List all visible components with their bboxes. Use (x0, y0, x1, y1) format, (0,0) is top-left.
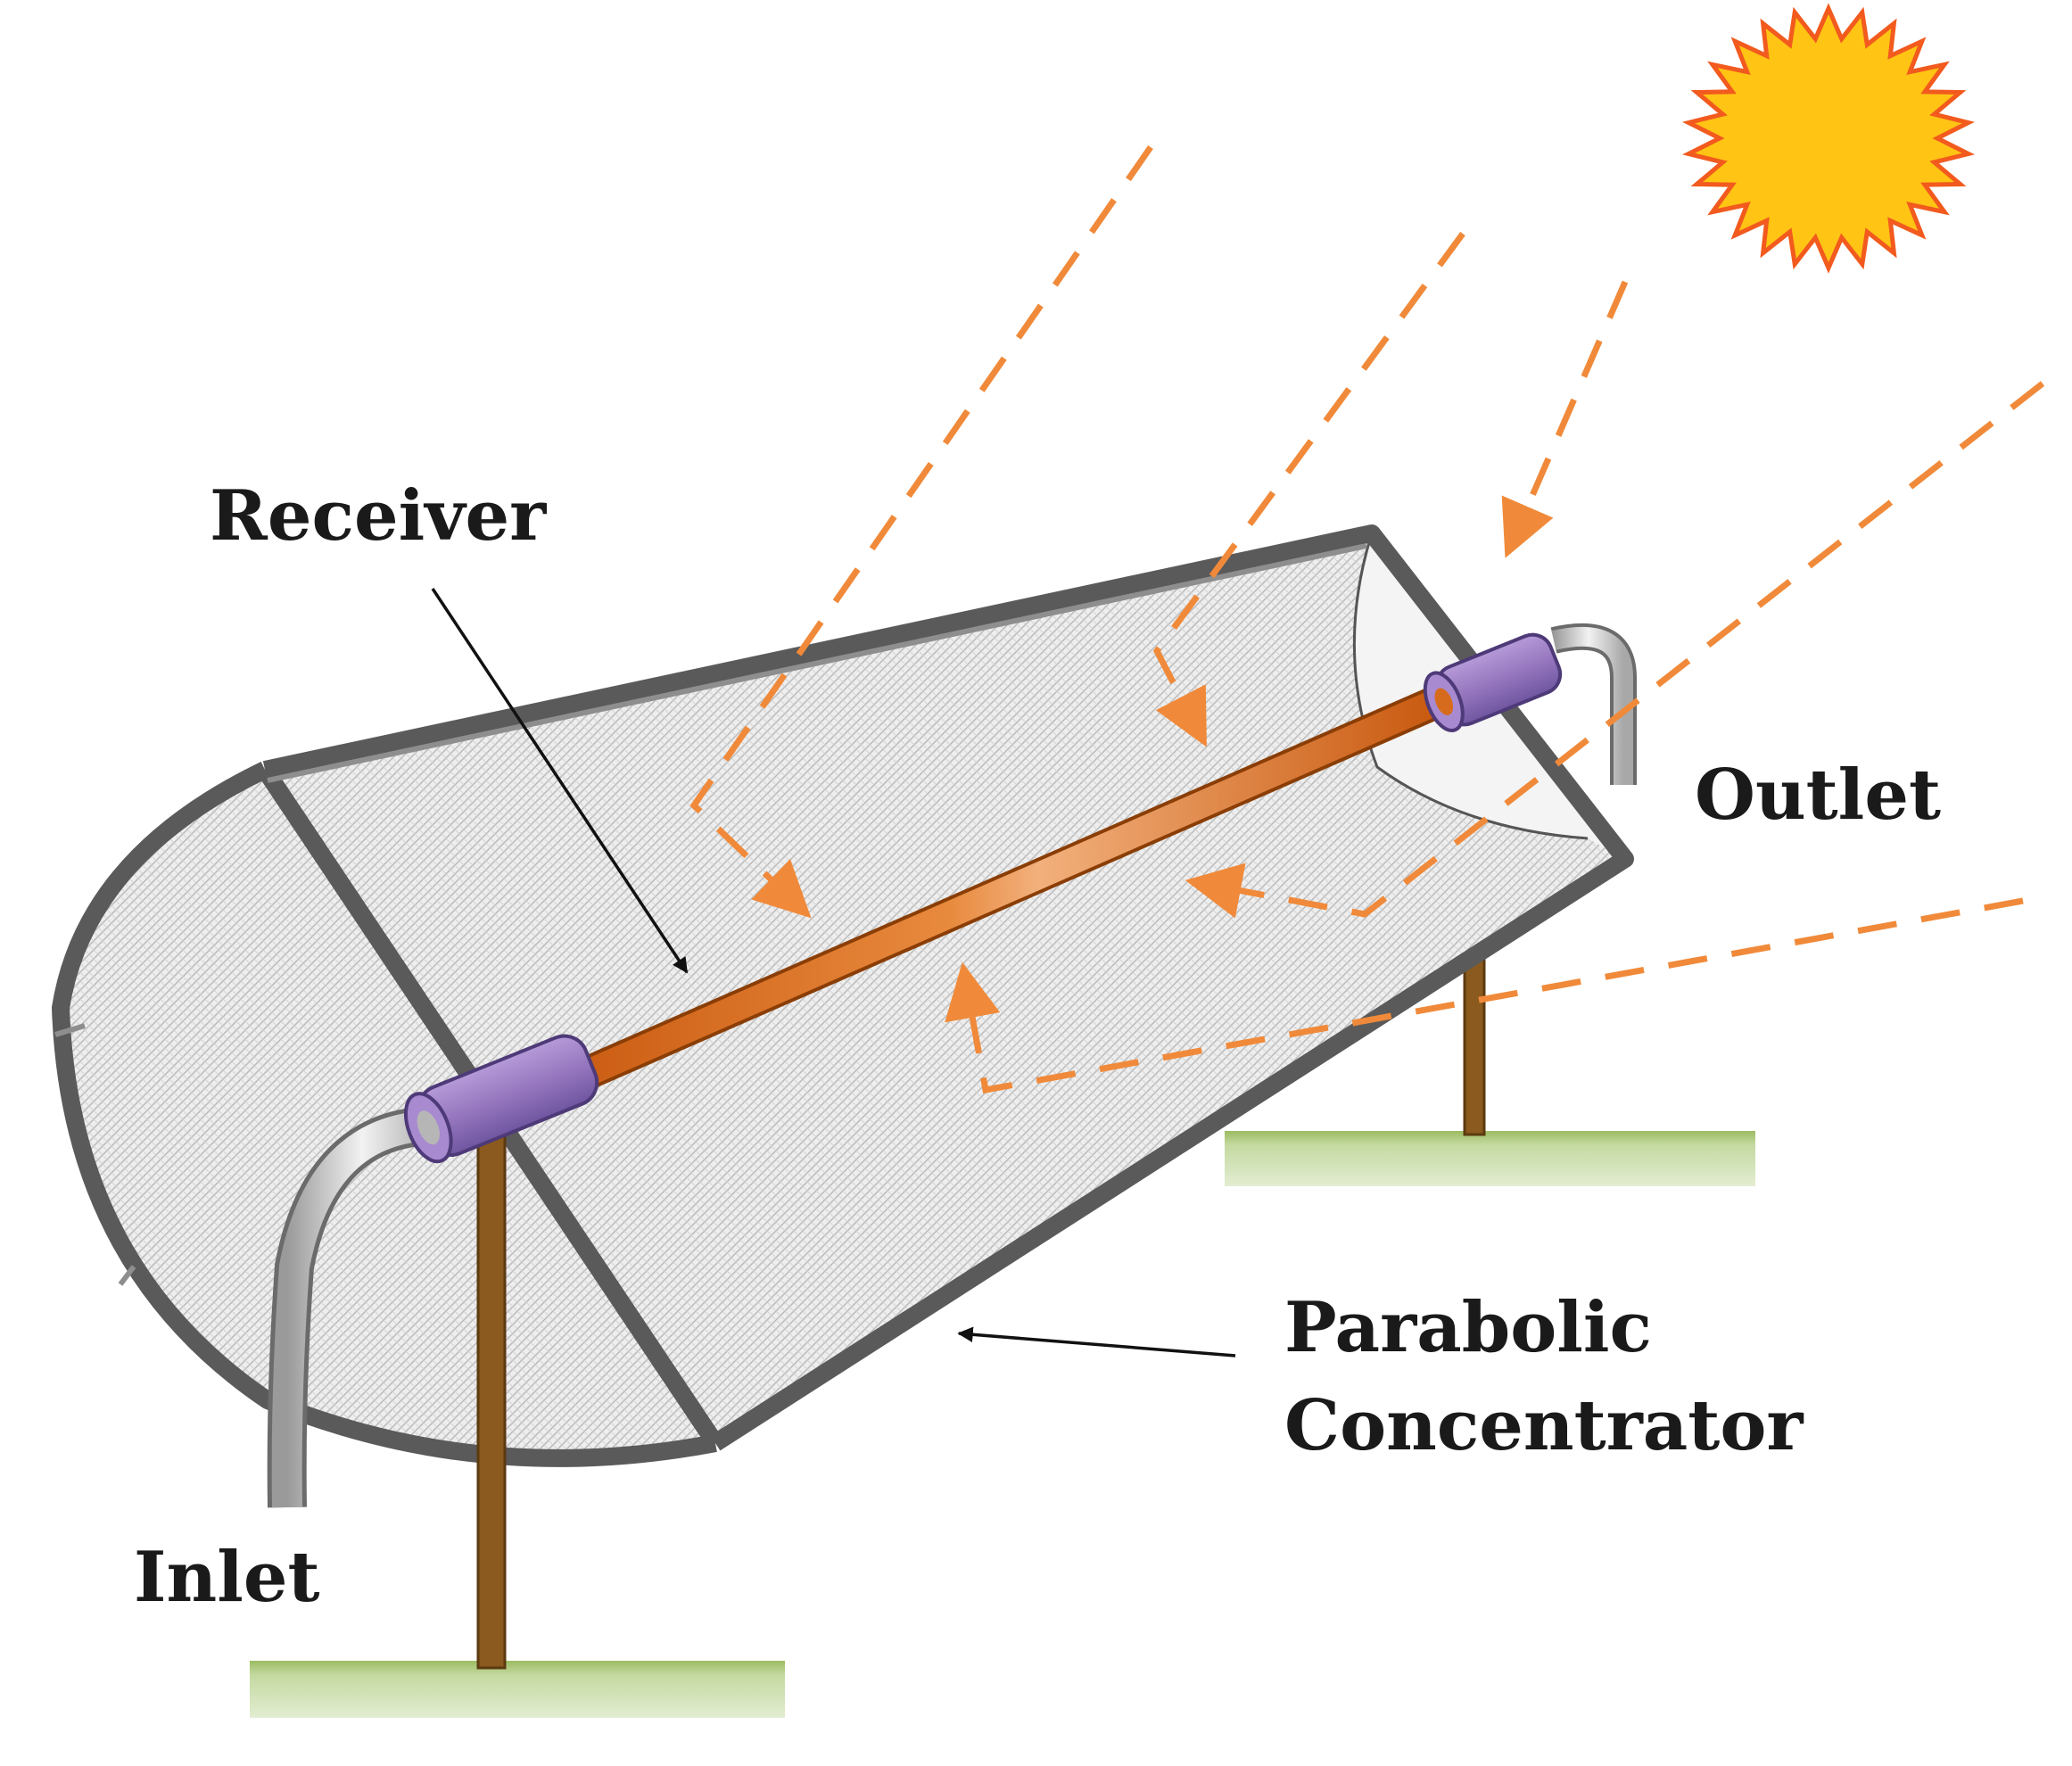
concentrator-label-line1: Parabolic (1284, 1287, 1652, 1368)
receiver-label: Receiver (210, 475, 547, 557)
sun-ray-2 (1152, 231, 1465, 747)
outlet-fitting (1423, 623, 1637, 785)
ground-strip-left (250, 1661, 785, 1718)
inlet-label: Inlet (134, 1537, 319, 1618)
outlet-label: Outlet (1695, 755, 1941, 836)
sun-ray-3 (1501, 280, 1629, 558)
sun-ray-5 (945, 897, 2024, 1094)
ground-strip-right (1225, 1131, 1755, 1186)
concentrator-label-line2: Concentrator (1284, 1385, 1804, 1466)
receiver-tube (536, 686, 1451, 1105)
sun-icon (1682, 3, 1975, 274)
sun-ray-1 (689, 145, 1153, 919)
receiver-leader-arrow (431, 588, 689, 974)
sun-rays (689, 145, 2045, 1094)
support-post-left (476, 1122, 507, 1670)
concentrator-leader-arrow (957, 1326, 1236, 1358)
inlet-fitting (267, 1034, 599, 1508)
sun-ray-4 (1185, 381, 2045, 919)
